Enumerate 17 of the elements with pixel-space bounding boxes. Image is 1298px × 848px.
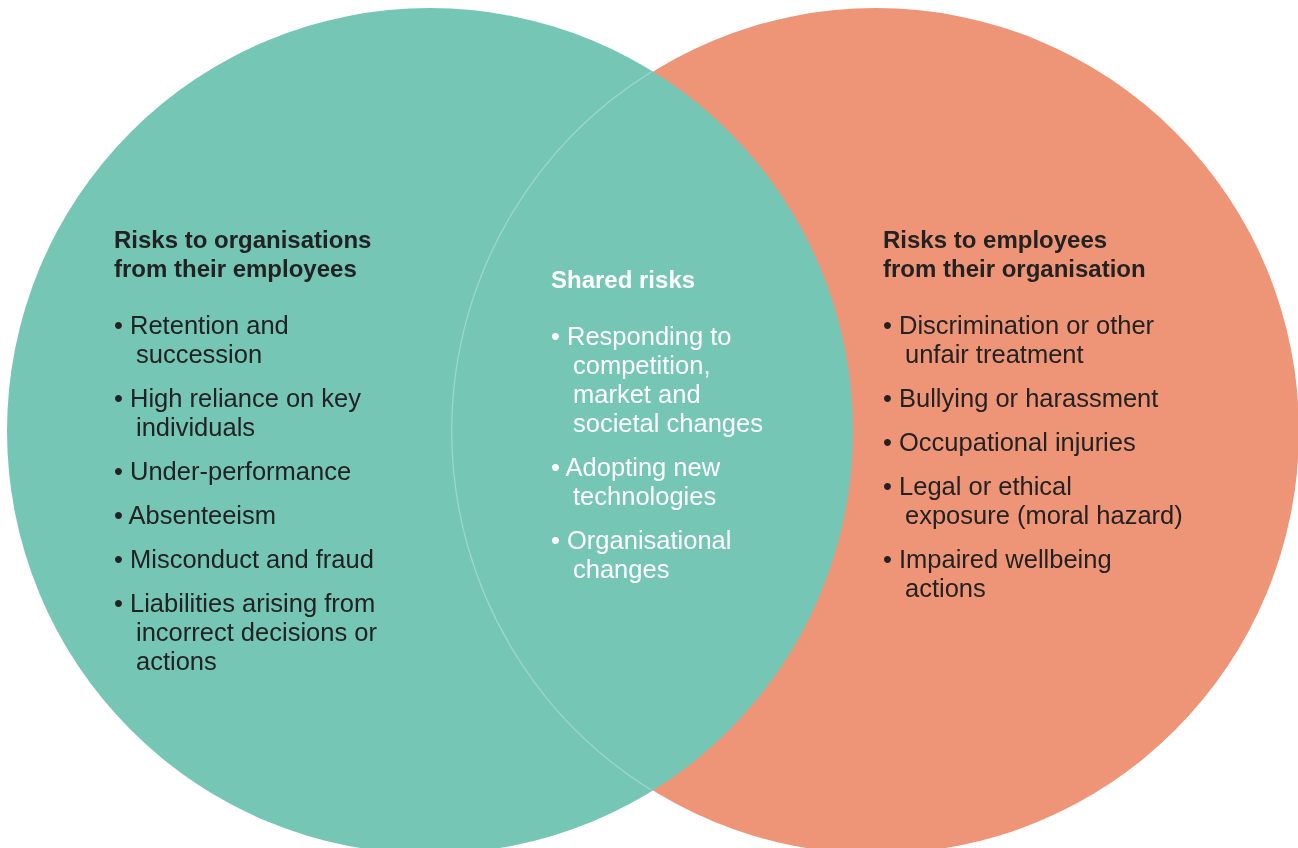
bullet-item: • Responding to competition, market and societal changes (551, 322, 764, 438)
bullet-item: • Absenteeism (114, 501, 277, 530)
heading: Shared risks (551, 265, 697, 294)
bullet-item: • Occupational injuries (883, 428, 1137, 457)
bullet-item: • Discrimination or other unfair treatment (883, 311, 1156, 369)
heading: Risks to organisations from their employees (114, 225, 373, 283)
bullet-item: • Misconduct and fraud (114, 545, 375, 574)
bullet-item: • Organisational changes (551, 526, 733, 584)
bullet-item: • High reliance on key individuals (114, 384, 363, 442)
bullet-item: • Bullying or harassment (883, 384, 1160, 413)
bullet-item: • Retention and succession (114, 311, 290, 369)
bullet-item: • Impaired wellbeing actions (883, 545, 1113, 603)
bullet-item: • Under-performance (114, 457, 353, 486)
bullet-item: • Adopting new technologies (551, 453, 722, 511)
bullet-item: • Liabilities arising from incorrect decisions or actions (114, 589, 378, 676)
heading: Risks to employees from their organisation (883, 225, 1147, 283)
bullet-item: • Legal or ethical exposure (moral hazard) (883, 472, 1183, 530)
